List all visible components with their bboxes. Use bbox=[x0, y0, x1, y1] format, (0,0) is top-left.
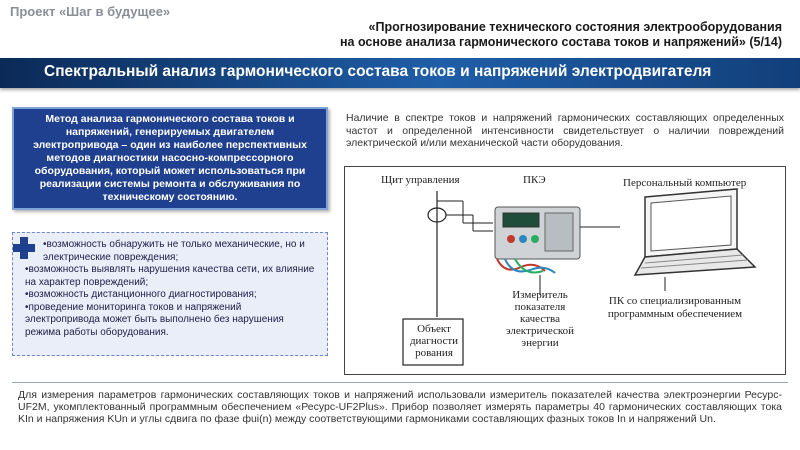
object-label: Объект диагности рования bbox=[407, 323, 461, 359]
banner-title: Спектральный анализ гармонического соста… bbox=[44, 63, 712, 80]
project-label: Проект «Шаг в будущее» bbox=[10, 4, 171, 19]
power-quality-meter-icon bbox=[494, 206, 581, 274]
object-label-line: диагности bbox=[409, 335, 459, 347]
bottom-text: Для измерения параметров гармонических с… bbox=[18, 389, 782, 425]
measurement-diagram: Щит управления ПКЭ Персональный компьюте… bbox=[344, 166, 786, 375]
software-label: ПК со специализированным программным обе… bbox=[595, 295, 755, 321]
slide-title-line2: на основе анализа гармонического состава… bbox=[339, 35, 782, 49]
plus-icon bbox=[13, 237, 35, 259]
meter-label-line: энергии bbox=[521, 337, 559, 349]
diagram-drawing bbox=[402, 188, 757, 366]
laptop-icon bbox=[633, 188, 757, 276]
panel-label: Щит управления bbox=[381, 174, 460, 186]
advantages-box: •возможность обнаружить не только механи… bbox=[12, 232, 328, 356]
object-box bbox=[402, 318, 464, 366]
advantage-item: •возможность обнаружить не только механи… bbox=[43, 239, 305, 263]
advantage-item: •проведение мониторинга токов и напряжен… bbox=[25, 301, 284, 338]
object-label-line: Объект bbox=[417, 323, 451, 335]
slide-title-line1: «Прогнозирование технического состояния … bbox=[368, 20, 782, 34]
meter-label-line: качества bbox=[520, 313, 560, 325]
advantage-item: •возможность выявлять нарушения качества… bbox=[25, 264, 315, 288]
meter-label: Измеритель показателя качества электриче… bbox=[497, 289, 583, 349]
intro-text: Наличие в спектре токов и напряжений гар… bbox=[346, 112, 784, 149]
advantage-item: •возможность дистанционного диагностиров… bbox=[25, 289, 257, 300]
divider bbox=[12, 382, 788, 383]
pke-label: ПКЭ bbox=[523, 174, 546, 186]
advantages-list: •возможность обнаружить не только механи… bbox=[25, 239, 319, 339]
software-label-line: программным обеспечением bbox=[607, 308, 743, 320]
method-box: Метод анализа гармонического состава ток… bbox=[12, 107, 328, 210]
meter-label-line: Измеритель bbox=[512, 289, 568, 301]
section-banner: Спектральный анализ гармонического соста… bbox=[0, 58, 800, 88]
software-label-line: ПК со специализированным bbox=[608, 295, 742, 307]
object-label-line: рования bbox=[415, 347, 453, 359]
pc-label: Персональный компьютер bbox=[623, 177, 747, 189]
meter-label-line: электрической bbox=[505, 325, 575, 337]
slide-title: «Прогнозирование технического состояния … bbox=[222, 20, 782, 50]
meter-label-line: показателя bbox=[514, 301, 566, 313]
